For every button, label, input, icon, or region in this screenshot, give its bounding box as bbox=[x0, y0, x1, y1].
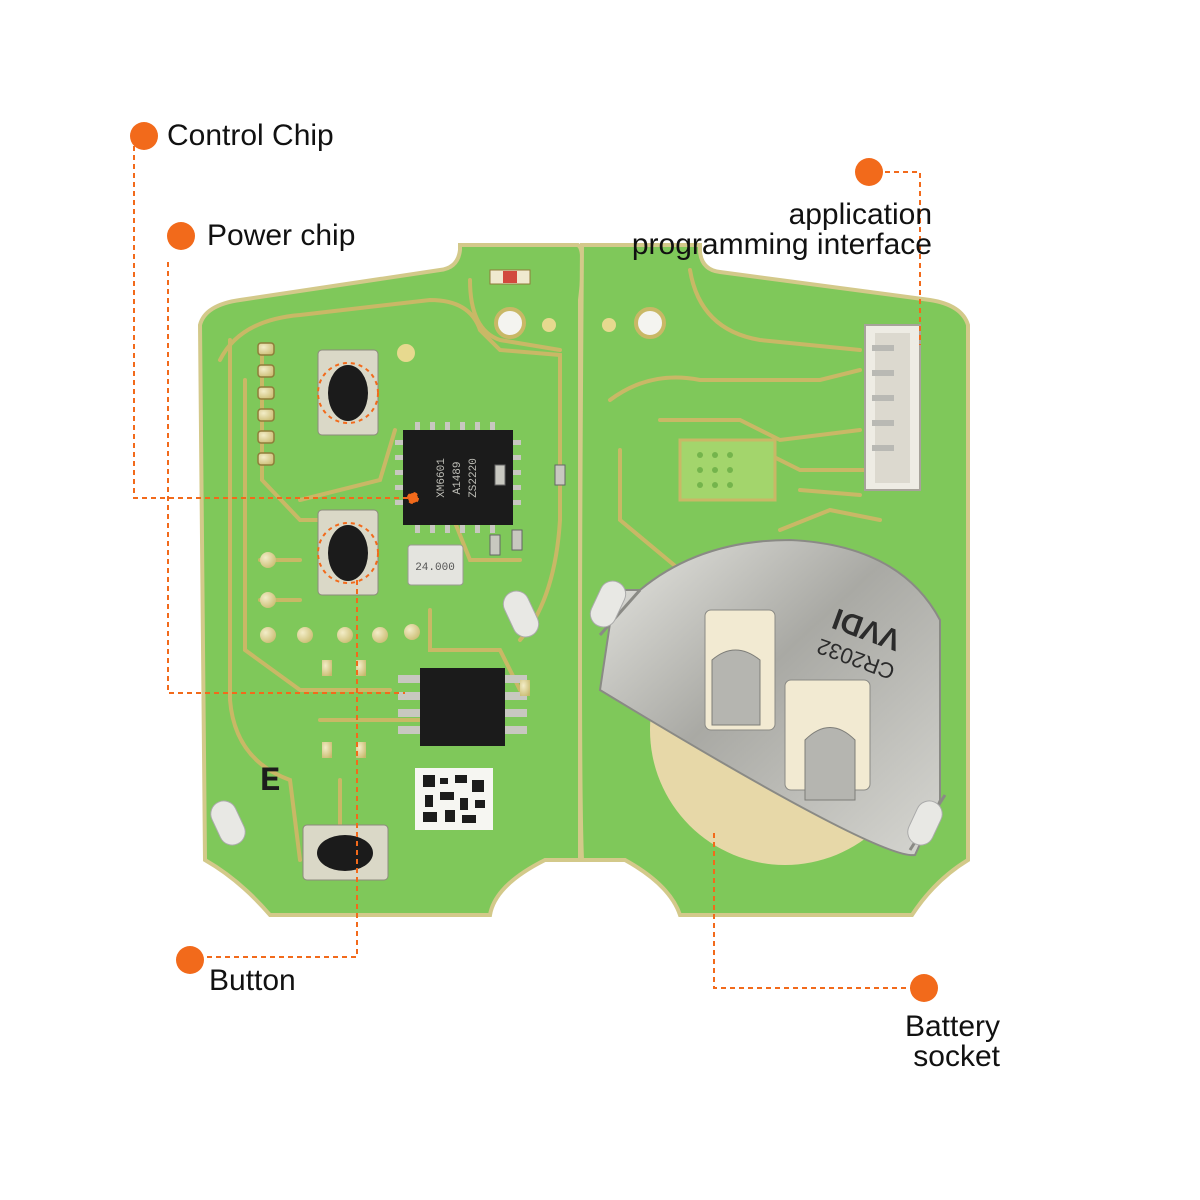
callout-api: application programming interface bbox=[632, 200, 932, 260]
callout-battery-socket: Battery socket bbox=[905, 1012, 1000, 1072]
callout-button-text: Button bbox=[209, 964, 296, 997]
mcu-marking-3: ZS2220 bbox=[468, 458, 480, 498]
callout-control-chip-text: Control Chip bbox=[167, 119, 334, 152]
tact-switch-top bbox=[318, 350, 378, 435]
qr-label bbox=[415, 768, 493, 830]
crystal: 24.000 bbox=[408, 545, 463, 585]
callout-power-chip: Power chip bbox=[207, 221, 355, 251]
silk-letter: E bbox=[260, 763, 280, 801]
callout-api-line1: application bbox=[632, 200, 932, 230]
callout-dot-control-chip bbox=[130, 122, 158, 150]
callout-power-chip-text: Power chip bbox=[207, 219, 355, 252]
callout-dot-api bbox=[855, 158, 883, 186]
callout-dot-battery bbox=[910, 974, 938, 1002]
left-pcb-board: XM6601 A1489 ZS2220 24.000 bbox=[200, 245, 583, 915]
tact-switch-bottom bbox=[303, 825, 388, 880]
programming-connector bbox=[865, 325, 920, 490]
crystal-marking: 24.000 bbox=[415, 562, 455, 574]
tact-switch-middle bbox=[318, 510, 378, 595]
right-pcb-board: VVDI CR2032 bbox=[580, 245, 968, 915]
callout-dot-button bbox=[176, 946, 204, 974]
callout-control-chip: Control Chip bbox=[167, 121, 334, 151]
callout-api-line2: programming interface bbox=[632, 230, 932, 260]
mcu-marking-2: A1489 bbox=[452, 461, 464, 494]
callout-battery-line2: socket bbox=[905, 1042, 1000, 1072]
callout-dot-power-chip bbox=[167, 222, 195, 250]
callout-button: Button bbox=[209, 966, 296, 996]
mcu-marking-1: XM6601 bbox=[436, 458, 448, 498]
callout-battery-line1: Battery bbox=[905, 1012, 1000, 1042]
